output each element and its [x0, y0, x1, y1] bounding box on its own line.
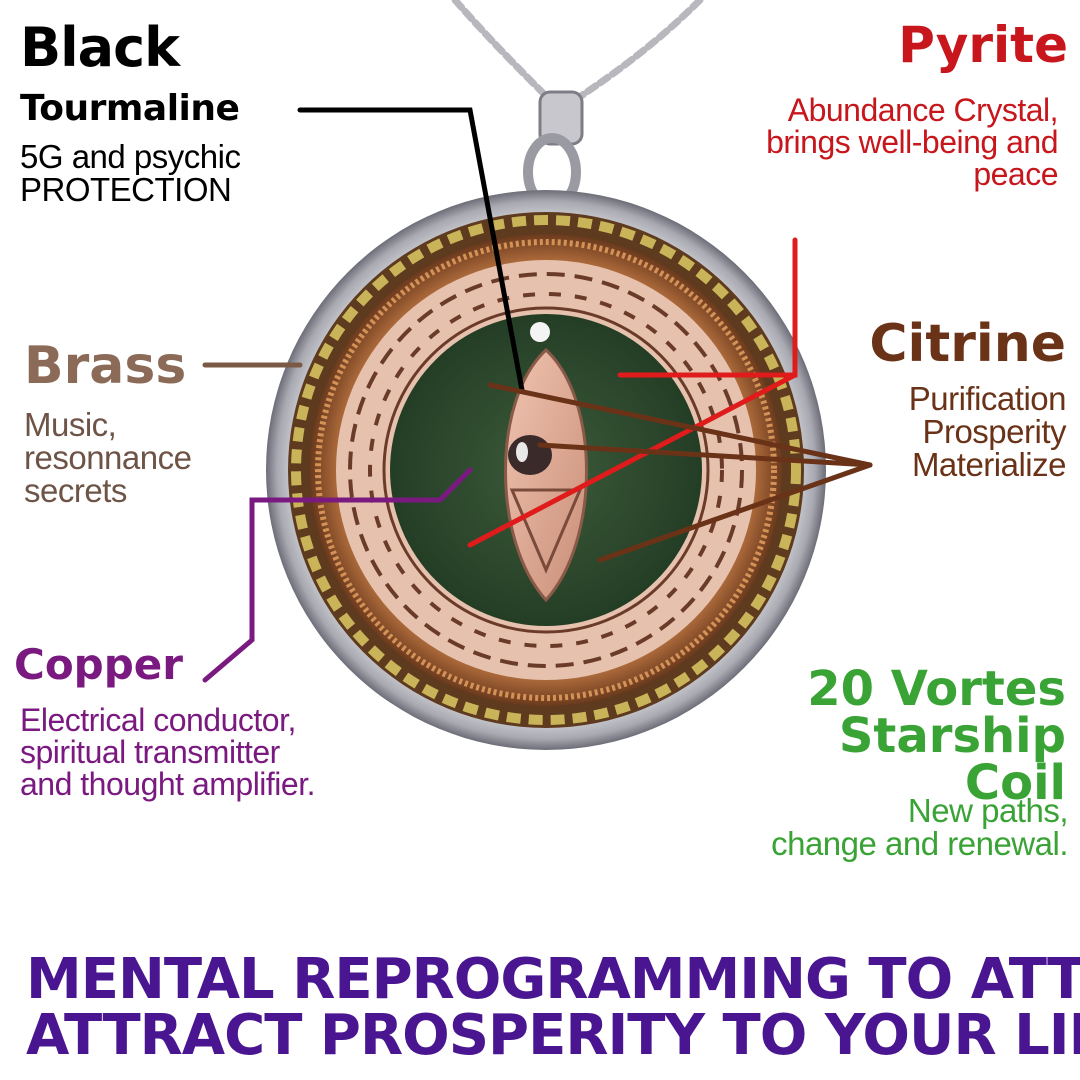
- brass-title: Brass: [24, 336, 187, 396]
- citrine-desc-line2: Prosperity: [922, 413, 1066, 450]
- pyrite-pointer-2: [467, 372, 798, 548]
- citrine-desc-line1: Purification: [908, 380, 1067, 417]
- citrine-description: Purification Prosperity Materialize: [908, 380, 1067, 483]
- chain-icon: [451, 0, 704, 104]
- banner-line2: ATTRACT PROSPERITY TO YOUR LIFE: [26, 1003, 1080, 1068]
- copper-description: Electrical conductor, spiritual transmit…: [20, 704, 315, 800]
- black-tourmaline-desc-line2: PROTECTION: [20, 171, 232, 208]
- vortes-title-line2: Starship: [838, 708, 1066, 765]
- brass-desc-line1: Music,: [24, 406, 117, 443]
- bottom-banner: MENTAL REPROGRAMMING TO ATTRACT ATTRACT …: [26, 952, 1080, 1064]
- black-tourmaline-description: 5G and psychic PROTECTION: [20, 138, 241, 208]
- vortes-description: New paths, change and renewal.: [771, 794, 1068, 860]
- vortes-title-line3: Coil: [964, 755, 1066, 812]
- citrine-title: Citrine: [869, 314, 1066, 374]
- black-tourmaline-title-line1: Black: [20, 16, 180, 79]
- banner-line1: MENTAL REPROGRAMMING TO ATTRACT: [26, 947, 1080, 1012]
- tourmaline-pointer: [297, 107, 525, 393]
- black-tourmaline-title-line2: Tourmaline: [20, 88, 240, 129]
- copper-desc-line1: Electrical conductor,: [20, 702, 296, 738]
- pyrite-desc-line2: brings well-being and: [766, 124, 1058, 160]
- brass-description: Music, resonnance secrets: [24, 406, 192, 509]
- copper-desc-line2: spiritual transmitter: [20, 734, 280, 770]
- black-tourmaline-desc-line1: 5G and psychic: [20, 138, 241, 175]
- citrine-pointer-1: [537, 442, 873, 468]
- pyrite-title: Pyrite: [898, 16, 1068, 74]
- eye-pupil: [508, 435, 552, 475]
- citrine-desc-line3: Materialize: [911, 446, 1067, 483]
- vortes-title-line1: 20 Vortes: [807, 661, 1066, 717]
- brass-desc-line2: resonnance: [24, 439, 192, 476]
- bail-icon: [523, 90, 584, 211]
- vortes-desc-line2: change and renewal.: [771, 825, 1068, 862]
- vortes-desc-line1: New paths,: [907, 792, 1069, 829]
- vortes-title: 20 Vortes Starship Coil: [807, 661, 1066, 812]
- eye-emblem: [504, 347, 588, 603]
- pyrite-desc-line1: Abundance Crystal,: [787, 92, 1059, 128]
- copper-pointer: [202, 497, 443, 683]
- brass-desc-line3: secrets: [24, 472, 127, 509]
- pyrite-description: Abundance Crystal, brings well-being and…: [766, 94, 1058, 190]
- copper-desc-line3: and thought amplifier.: [20, 766, 315, 802]
- pyrite-desc-line3: peace: [973, 156, 1058, 192]
- copper-title: Copper: [14, 640, 184, 689]
